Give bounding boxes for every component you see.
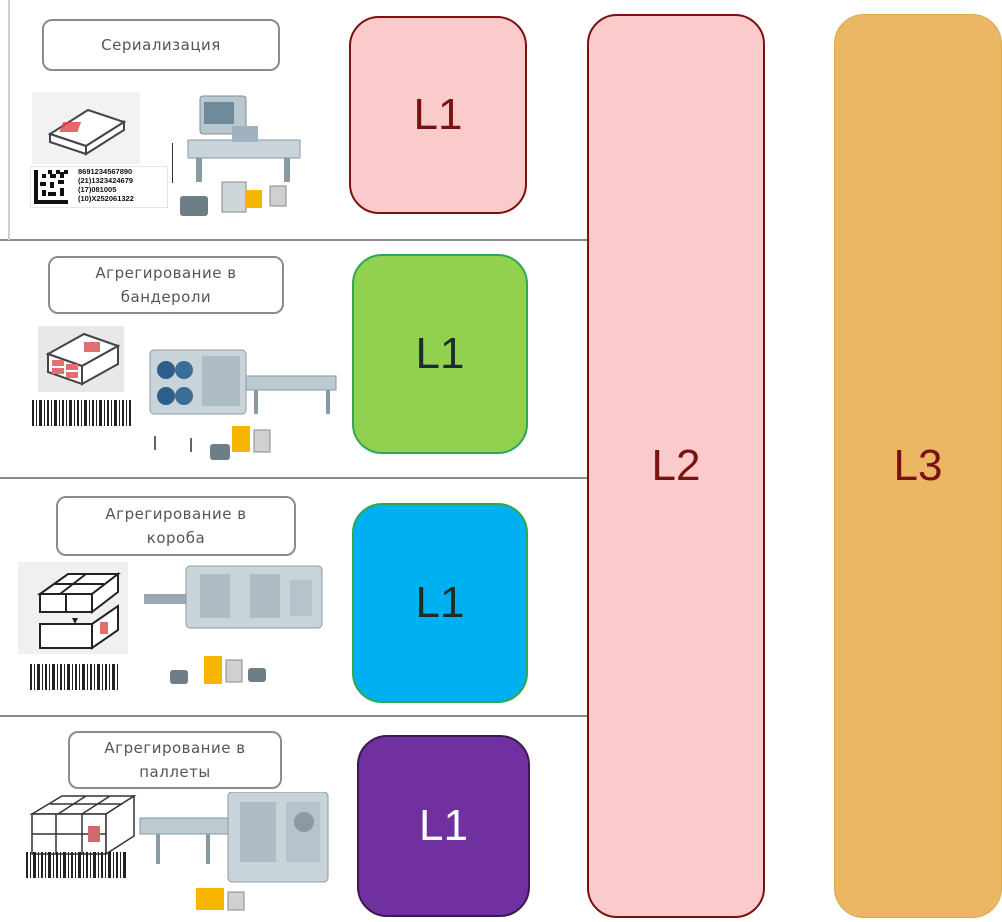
level-l1-pallets: L1 — [357, 735, 530, 917]
datamatrix-text: 8691234567890 (21)1323424679 (17)081005 … — [78, 167, 134, 203]
level-label: L1 — [413, 90, 463, 139]
caption-line: Агрегирование в — [104, 739, 246, 757]
level-l1-serialization: L1 — [349, 16, 527, 214]
caption-serialization: Сериализация — [42, 19, 280, 71]
level-l1-bundles: L1 — [352, 254, 528, 454]
level-label: L3 — [893, 441, 943, 490]
level-l3: L3 — [834, 14, 1002, 918]
barcode-icon — [30, 664, 120, 694]
caption-line: Агрегирование в — [105, 505, 247, 523]
bundling-machine-illustration — [144, 346, 340, 468]
level-label: L1 — [415, 329, 465, 378]
caption-line: Агрегирование в — [95, 264, 237, 282]
level-label: L1 — [419, 801, 468, 850]
divider-line — [172, 143, 173, 183]
caption-line: бандероли — [120, 288, 212, 306]
caption-line: паллеты — [139, 763, 211, 781]
package-icon — [32, 92, 140, 164]
datamatrix-code — [30, 166, 168, 208]
stage-divider — [0, 239, 591, 241]
left-edge-line — [8, 0, 10, 240]
serialization-machine-illustration — [174, 92, 306, 224]
caption-aggregation-pallets: Агрегирование в паллеты — [68, 731, 282, 789]
code-line: (10)X252061322 — [78, 194, 134, 203]
level-l1-boxes: L1 — [352, 503, 528, 703]
barcode-icon — [26, 852, 132, 882]
bundle-icon — [38, 326, 124, 392]
code-line: (17)081005 — [78, 185, 117, 194]
pallet-icon — [22, 792, 138, 856]
level-label: L1 — [415, 578, 465, 627]
stage-divider — [0, 477, 591, 479]
level-l2: L2 — [587, 14, 765, 918]
level-label: L2 — [651, 441, 701, 490]
box-icon — [18, 562, 128, 654]
caption-aggregation-boxes: Агрегирование в короба — [56, 496, 296, 556]
caption-line: короба — [146, 529, 206, 547]
caption-aggregation-bundles: Агрегирование в бандероли — [48, 256, 284, 314]
case-packer-illustration — [140, 560, 326, 698]
code-line: 8691234567890 — [78, 167, 133, 176]
palletizer-illustration — [136, 792, 356, 920]
stage-divider — [0, 715, 591, 717]
code-line: (21)1323424679 — [78, 176, 134, 185]
caption-line: Сериализация — [101, 36, 221, 54]
barcode-icon — [32, 400, 132, 430]
